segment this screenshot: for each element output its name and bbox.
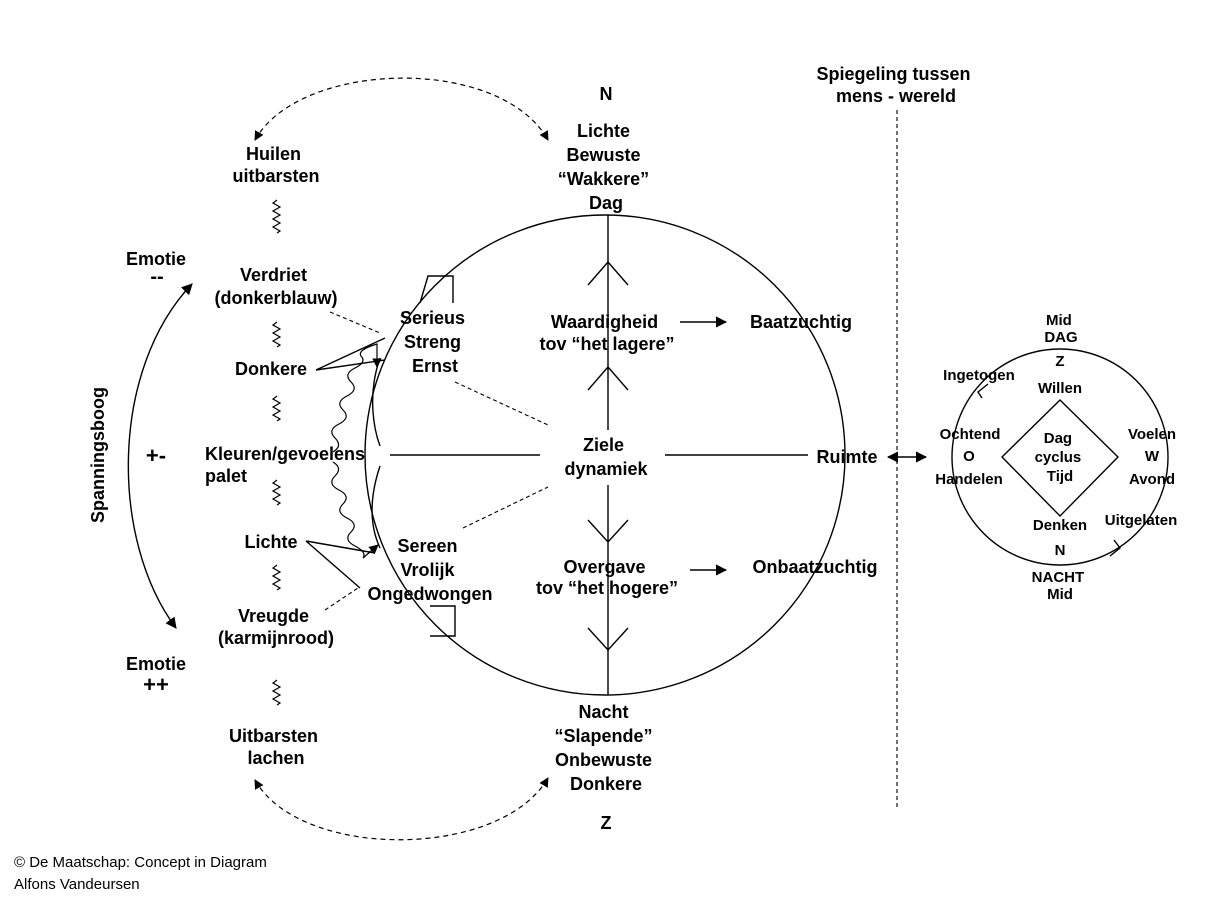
spanningsboog-label: Spanningsboog [88,387,108,523]
arrow-uitgelaten [1109,539,1121,557]
wavy-line-up [331,343,382,453]
uitbarsten-label: Uitbarsten lachen [229,726,323,768]
chevron-up-icon-upper [587,260,629,286]
avond-label: Avond [1129,471,1175,488]
south-label: Z [601,813,612,833]
north-label: N [600,84,613,104]
voelen-label: Voelen [1128,426,1176,443]
vreugde-label: Vreugde (karmijnrood) [218,606,334,648]
emotie-minus-label: Emotie [126,249,186,269]
curved-line-up [371,357,381,447]
willen-label: Willen [1038,380,1082,397]
dashed-arc-top [254,77,549,141]
donkere-connector [315,337,386,371]
day-cycle-diamond [1001,399,1119,517]
uitgelaten-label: Uitgelaten [1105,512,1178,529]
mirror-label: Spiegeling tussen mens - wereld [816,64,975,106]
lichte-connector [305,540,376,589]
denken-label: Denken [1033,517,1087,534]
onbaatzuchtig-label: Onbaatzuchtig [753,557,878,577]
ruimte-label: Ruimte [816,447,877,467]
nacht-mid-label: NACHT Mid [1032,569,1089,603]
dashed-arc-bottom [254,777,549,841]
chevron-down-icon-upper [587,519,629,544]
sereen-tick [430,605,456,637]
squiggle-6 [271,679,282,706]
dash-verdriet-serieus [329,311,381,334]
dag-cyclus-label: Dag cyclus Tijd [1035,430,1086,485]
credit-line-2: Alfons Vandeursen [14,876,140,893]
lichte-label: Lichte [244,532,297,552]
day-n-label: N [1055,542,1066,559]
waardigheid-label: Waardigheid tov “het lagere” [539,312,674,354]
ziele-dynamiek-label: Ziele dynamiek [564,435,648,479]
emotie-plus-sign: ++ [143,672,169,697]
serieus-tick [419,275,454,304]
huilen-label: Huilen uitbarsten [232,144,319,186]
ochtend-label: Ochtend [940,426,1001,443]
baatzuchtig-label: Baatzuchtig [750,312,852,332]
sereen-label: Sereen Vrolijk Ongedwongen [368,536,493,604]
credit-line-1: © De Maatschap: Concept in Diagram [14,854,267,871]
squiggle-5 [271,564,282,591]
emotie-minus-sign: -- [150,266,163,288]
serieus-label: Serieus Streng Ernst [400,308,470,376]
squiggle-3 [271,395,282,422]
main-circle [364,214,846,696]
day-z-label: Z [1055,353,1064,370]
squiggle-2 [271,321,282,348]
emotie-plus-label: Emotie [126,654,186,674]
kleuren-label: Kleuren/gevoelens palet [205,444,370,486]
arrow-ingetogen [977,383,989,399]
emotie-mid-sign: +- [146,443,166,468]
top-label: Lichte Bewuste “Wakkere” Dag [558,121,654,213]
squiggle-1 [271,199,282,234]
verdriet-label: Verdriet (donkerblauw) [214,265,337,308]
day-cycle-circle [951,348,1169,566]
wavy-line-down [331,461,379,559]
dash-sereen-ziele [462,486,549,529]
curved-line-down [371,465,381,549]
spanningsboog-arc [127,283,193,629]
day-o-label: O [963,448,975,465]
ingetogen-label: Ingetogen [943,367,1015,384]
day-w-label: W [1145,448,1160,465]
overgave-label: Overgave tov “het hogere” [536,557,678,598]
chevron-down-icon-lower [587,627,629,652]
bottom-label: Nacht “Slapende” Onbewuste Donkere [554,702,657,794]
dash-vreugde-sereen [324,587,359,611]
handelen-label: Handelen [935,471,1003,488]
squiggle-4 [271,479,282,506]
chevron-up-icon-lower [587,365,629,391]
donkere-label: Donkere [235,359,307,379]
dash-serieus-ziele [454,381,549,426]
mid-dag-label: Mid DAG [1044,312,1077,346]
